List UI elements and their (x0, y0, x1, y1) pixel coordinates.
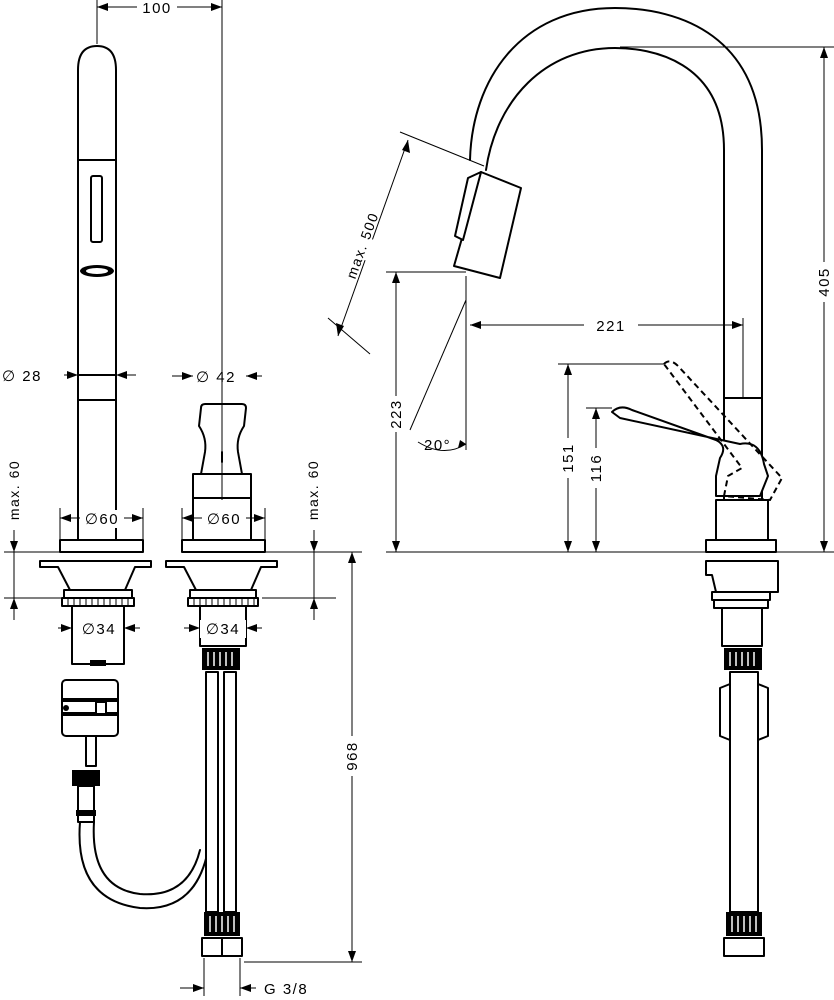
side-base (705, 499, 779, 957)
dim-thread: G 3/8 (264, 981, 308, 998)
dim-shank-diameter-left: ∅34 (82, 621, 116, 638)
dim-lever-height-max: 151 (560, 443, 577, 473)
dim-swivel-angle: 20° (424, 437, 451, 454)
dim-total-height: 405 (816, 267, 833, 297)
spout (453, 7, 763, 511)
spray-base (39, 539, 152, 666)
side-lever (611, 360, 784, 502)
dim-lever-diameter: ∅ 42 (196, 369, 236, 386)
dim-base-diameter-center: ∅60 (207, 511, 241, 528)
hose-weight (61, 679, 119, 823)
dim-total-length: 968 (344, 741, 361, 771)
supply-hose (78, 821, 209, 910)
dim-spout-reach: 221 (596, 318, 626, 335)
dim-spray-offset: 100 (142, 0, 172, 17)
supply-lines-center (201, 648, 243, 957)
dim-spray-diameter: ∅ 28 (2, 368, 42, 385)
dim-spout-height: 223 (388, 399, 405, 429)
dim-deck-thickness-left: max. 60 (6, 460, 22, 520)
dim-shank-diameter-center: ∅34 (206, 621, 240, 638)
dim-deck-thickness-right: max. 60 (305, 460, 321, 520)
dim-base-diameter-left: ∅60 (85, 511, 119, 528)
dim-lines (4, 0, 834, 996)
dim-lever-height-min: 116 (588, 454, 605, 482)
spray-head (77, 45, 117, 541)
